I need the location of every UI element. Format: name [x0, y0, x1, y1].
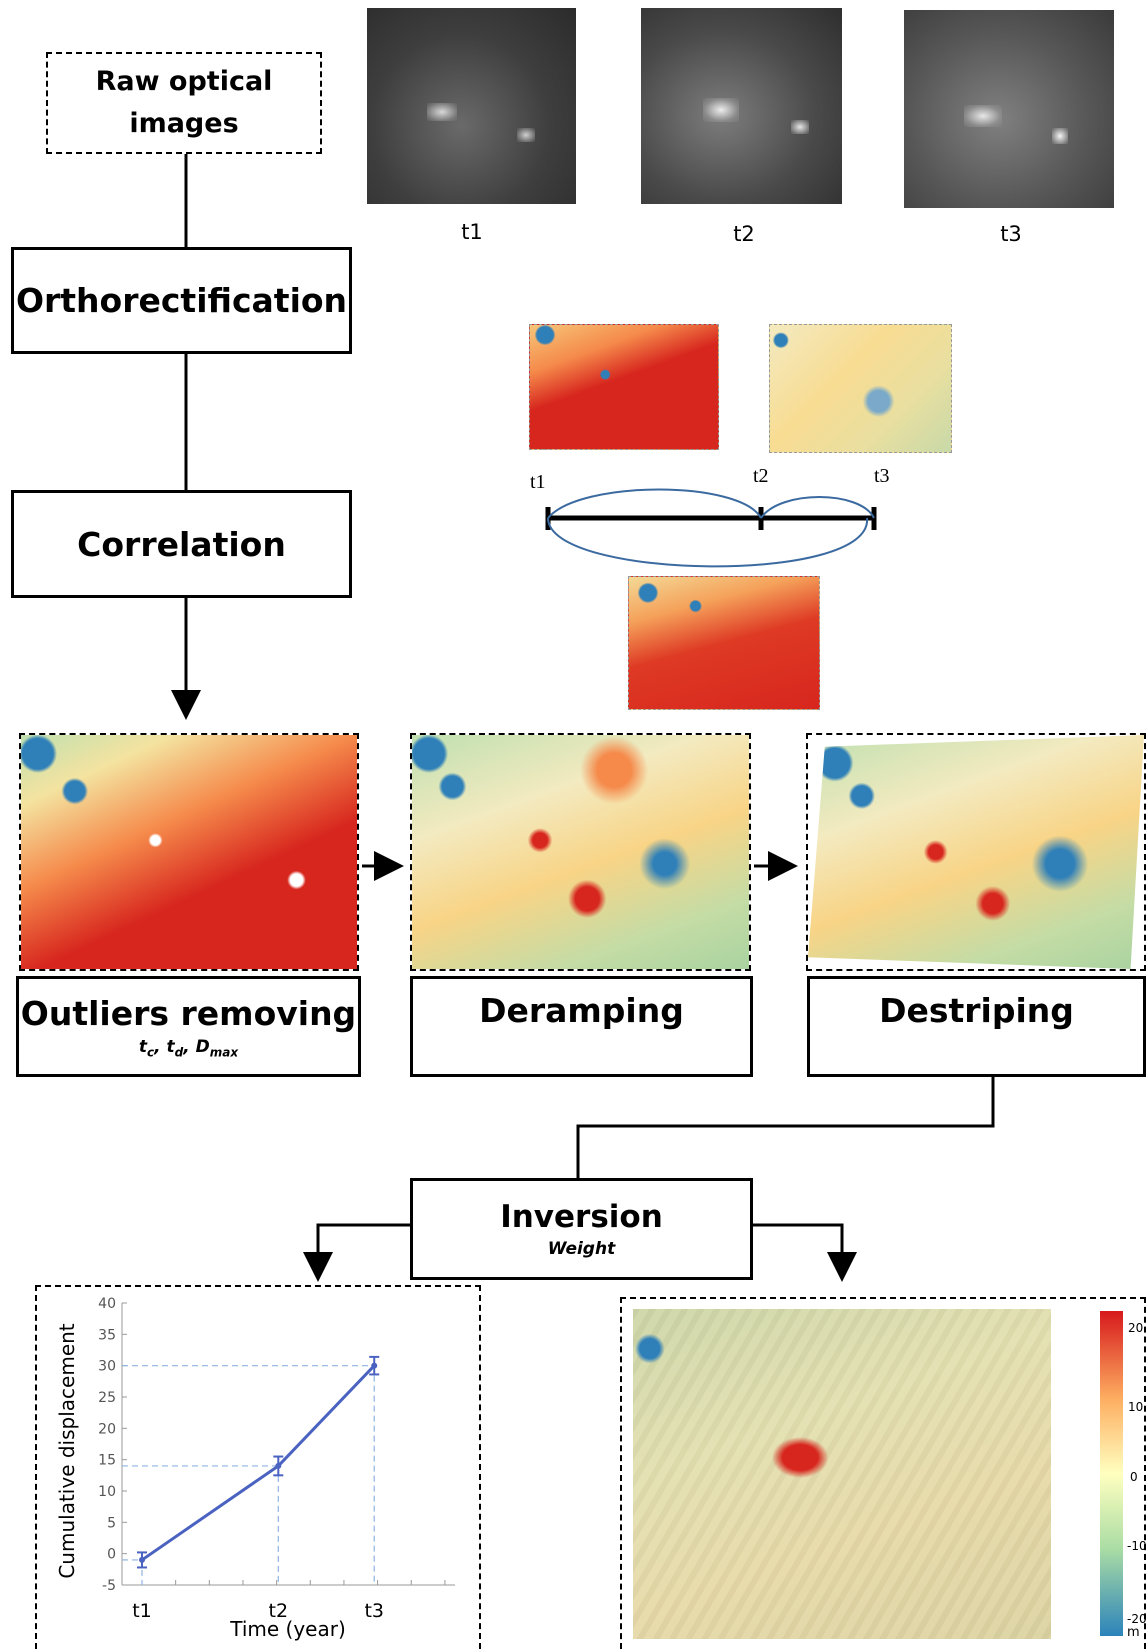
colorbar-tick-20: 20 — [1128, 1321, 1144, 1335]
correlation-label: Correlation — [77, 524, 286, 564]
colorbar-tick-10: 10 — [1128, 1400, 1144, 1414]
chart-y-tick-label: 25 — [98, 1390, 116, 1406]
colorbar-unit: m — [1127, 1625, 1140, 1640]
deramping-map-frame — [410, 733, 751, 971]
chart-y-tick-label: 35 — [98, 1327, 116, 1343]
deramping-map — [412, 735, 749, 969]
chart-point — [371, 1362, 378, 1369]
result-map-frame — [620, 1297, 1146, 1649]
chart-x-tick-label: t1 — [132, 1600, 152, 1622]
chart-y-tick-label: 15 — [98, 1453, 116, 1469]
optical-image-t2 — [641, 8, 842, 204]
chart-y-tick-label: 5 — [107, 1515, 116, 1531]
timeline-label-t2: t2 — [753, 465, 769, 487]
colorbar-tick-0: 0 — [1130, 1470, 1138, 1484]
destriping-map-frame — [806, 733, 1146, 971]
chart-point — [275, 1462, 282, 1469]
timeline-label-t3: t3 — [874, 465, 890, 487]
outliers-removing-box: Outliers removing tc, td, Dmax — [16, 976, 361, 1077]
outliers-parameters: tc, td, Dmax — [138, 1036, 239, 1060]
connector-destripe-inversion — [576, 1077, 995, 1178]
colorbar — [1100, 1311, 1123, 1636]
chart-point — [139, 1556, 145, 1563]
pair-map-t2-t3 — [769, 324, 952, 453]
result-displacement-map — [633, 1309, 1051, 1639]
inversion-weight: Weight — [547, 1239, 616, 1259]
raw-images-label: Raw optical images — [95, 66, 273, 139]
outliers-map-frame — [19, 733, 359, 971]
optical-image-t1 — [367, 8, 576, 204]
colorbar-tick-minus20: -20 — [1127, 1612, 1146, 1626]
correlation-box: Correlation — [11, 490, 352, 598]
optical-label-t1: t1 — [461, 220, 483, 244]
chart-x-tick-label: t2 — [269, 1600, 289, 1622]
optical-label-t3: t3 — [1000, 222, 1022, 246]
chart-series-line — [141, 1364, 376, 1562]
chart-y-tick-label: 0 — [107, 1547, 116, 1563]
chart-xlabel: Time (year) — [230, 1617, 346, 1641]
inversion-label: Inversion — [500, 1199, 663, 1235]
timeline-label-t1: t1 — [530, 471, 546, 493]
outliers-map — [21, 735, 357, 969]
chart-y-tick-label: 40 — [98, 1296, 116, 1312]
chart-y-tick-label: -5 — [102, 1578, 116, 1594]
deramping-label: Deramping — [479, 991, 684, 1030]
inversion-box: Inversion Weight — [410, 1178, 753, 1280]
pair-map-t1-t3 — [628, 576, 820, 710]
pair-map-t1-t2 — [529, 324, 719, 450]
outliers-removing-label: Outliers removing — [20, 993, 357, 1033]
raw-images-box: Raw optical images — [46, 52, 322, 154]
chart-frame — [35, 1285, 481, 1649]
optical-label-t2: t2 — [733, 222, 755, 246]
deramping-box: Deramping — [410, 976, 753, 1077]
arrow-inversion-chart — [303, 1223, 410, 1282]
orthorectification-label: Orthorectification — [15, 281, 348, 320]
optical-image-t3 — [904, 10, 1114, 208]
chart-ylabel: Cumulative displacement — [55, 1323, 79, 1579]
arrow-inversion-map — [750, 1223, 857, 1282]
destriping-label: Destriping — [879, 991, 1074, 1030]
orthorectification-box: Orthorectification — [11, 247, 352, 354]
destriping-map — [808, 735, 1144, 969]
chart-y-tick-label: 30 — [98, 1359, 116, 1375]
destriping-box: Destriping — [807, 976, 1146, 1077]
pair-timeline — [545, 488, 877, 568]
chart-x-tick-label: t3 — [364, 1600, 384, 1622]
colorbar-tick-minus10: -10 — [1127, 1539, 1146, 1553]
chart-y-tick-label: 10 — [98, 1484, 116, 1500]
chart-y-tick-label: 20 — [98, 1421, 116, 1437]
